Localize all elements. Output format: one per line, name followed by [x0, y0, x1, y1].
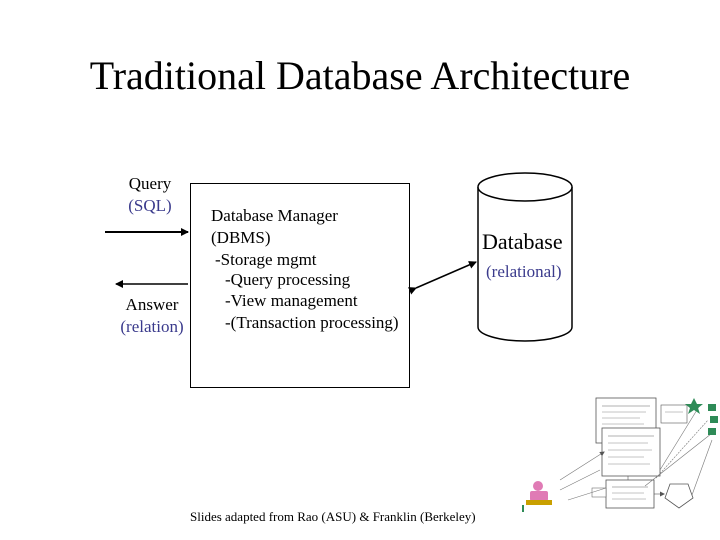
dbms-line-transaction: -(Transaction processing): [225, 313, 399, 332]
database-cylinder: [477, 172, 573, 342]
dbms-database-arrow: [407, 261, 477, 295]
database-sub-label: (relational): [486, 262, 562, 281]
answer-sub-label: (relation): [120, 317, 184, 336]
slide-title: Traditional Database Architecture: [89, 53, 631, 98]
slide-credit: Slides adapted from Rao (ASU) & Franklin…: [190, 509, 476, 524]
query-sub-label: (SQL): [128, 196, 172, 215]
dbms-line-storage: -Storage mgmt: [215, 250, 317, 269]
dbms-line-query: -Query processing: [225, 270, 351, 289]
dbms-line-view: -View management: [225, 291, 358, 310]
query-label: Query: [128, 174, 172, 193]
architecture-thumbnail-image: [522, 397, 718, 512]
database-label: Database: [482, 229, 563, 254]
dbms-line-title: Database Manager: [211, 206, 338, 225]
answer-label: Answer: [125, 295, 179, 314]
dbms-line-abbrev: (DBMS): [211, 228, 271, 247]
person-figure: [522, 481, 552, 512]
query-label-group: Query (SQL): [110, 173, 190, 217]
answer-label-group: Answer (relation): [112, 294, 192, 338]
